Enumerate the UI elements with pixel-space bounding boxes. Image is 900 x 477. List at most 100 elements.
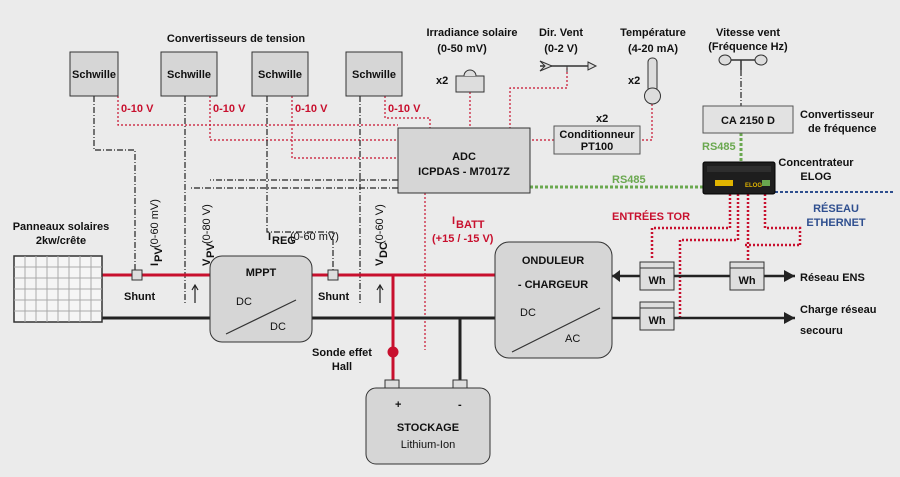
svg-text:(0-60 mV): (0-60 mV) [290,231,339,243]
svg-text:PV: PV [205,243,217,258]
rs485-main-label: RS485 [612,174,646,186]
svg-text:(0-60 V): (0-60 V) [374,204,386,244]
svg-text:I: I [268,231,271,243]
ireg-signal-wire [291,96,398,159]
ibatt-label: I BATT (+15 / -15 V) [432,215,494,245]
schwille-converter-1: Schwille [69,51,119,97]
grid-output-label: Réseau ENS [800,272,865,284]
storage-minus: - [458,399,462,411]
storage-battery: + - STOCKAGE Lithium-Ion [365,379,491,465]
signal-wires [93,68,895,350]
meter-label: Wh [648,315,665,327]
wind-direction-range: (0-2 V) [544,43,578,55]
network-label-1: RÉSEAU [813,202,859,215]
energy-meter-3: Wh [639,301,675,331]
vdc-label: V DC (0-60 V) [374,204,390,266]
solar-panels-label1: Panneaux solaires [13,221,110,233]
conditioner-line1: Conditionneur [559,129,635,141]
irradiance-label: Irradiance solaire [426,27,517,39]
temperature-multiplier: x2 [628,75,640,87]
winddir-wire [509,68,568,128]
schwille-label: Schwille [72,69,116,81]
svg-text:DC: DC [378,242,390,258]
hall-sensor-icon [387,346,399,358]
svg-text:PV: PV [153,247,165,262]
vpv-probe-arrow-icon [191,283,199,303]
solar-panels-label2: 2kw/crête [36,235,86,247]
frequency-converter-caption2: de fréquence [808,123,876,135]
vdc-signal-wire [384,96,431,128]
thermometer-icon [644,57,661,105]
svg-text:V: V [374,258,386,266]
svg-text:(+15 / -15 V): (+15 / -15 V) [432,233,494,245]
temperature-wire [612,104,653,141]
converters-title: Convertisseurs de tension [167,33,305,45]
ireg-label: I REG (0-60 mV) [268,231,339,247]
solar-panel-icon [13,255,103,323]
inverter-line2: - CHARGEUR [518,279,588,291]
adc-line2: ICPDAS - M7017Z [418,166,510,178]
temperature-range: (4-20 mA) [628,43,678,55]
conditioner-multiplier: x2 [596,113,608,125]
conditioner-line2: PT100 [581,141,613,153]
wind-vane-icon [539,60,598,72]
svg-text:BATT: BATT [456,219,485,231]
hall-label1: Sonde effet [312,347,372,359]
arrow-right-icon [784,312,795,324]
svg-text:I: I [149,263,161,266]
storage-title: STOCKAGE [397,422,459,434]
energy-meter-2: Wh [729,261,765,291]
mppt-out: DC [270,321,286,333]
svg-text:V: V [201,258,213,266]
temperature-label: Température [620,27,686,39]
shunt-reg-icon [327,269,339,281]
tor-wire-3 [745,194,802,247]
mppt-title: MPPT [246,267,277,279]
power-wires [95,270,795,385]
schwille-label: Schwille [352,69,396,81]
inverter-line1: ONDULEUR [522,255,584,267]
frequency-converter: CA 2150 D [702,105,794,134]
irradiance-range: (0-50 mV) [437,43,487,55]
svg-text:(0-80 V): (0-80 V) [201,204,213,244]
ipv-signal-wire [117,96,398,126]
adc-line1: ADC [452,151,476,163]
range-label-4: 0-10 V [388,103,421,115]
inverter-out: AC [565,333,580,345]
vpv-signal-wire [209,96,398,141]
frequency-converter-label: CA 2150 D [721,115,775,127]
schwille-label: Schwille [258,69,302,81]
svg-text:REG: REG [272,235,296,247]
vpv-label: V PV (0-80 V) [201,204,217,266]
ipv-label: I PV (0-60 mV) [149,199,165,266]
mppt-block: MPPT DC DC [209,255,313,343]
svg-text:I: I [452,215,455,227]
elog-device-text: ELOG [745,183,762,189]
meter-label: Wh [648,275,665,287]
pyranometer-icon [455,69,485,93]
wind-direction-label: Dir. Vent [539,27,583,39]
backup-output-label1: Charge réseau [800,304,876,316]
ireg-wire [266,96,334,270]
inverter-in: DC [520,307,536,319]
tor-wire-4 [678,194,740,320]
shunt-pv-label: Shunt [124,291,155,303]
concentrator-caption2: ELOG [800,171,831,183]
storage-plus: + [395,399,401,411]
range-label-1: 0-10 V [121,103,154,115]
pt100-conditioner: Conditionneur PT100 [553,125,641,155]
schwille-converter-2: Schwille [160,51,218,97]
shunt-reg-label: Shunt [318,291,349,303]
arrow-left-icon [612,270,620,282]
shunt-pv-icon [131,269,143,281]
storage-subtitle: Lithium-Ion [401,439,455,451]
anemometer-icon [718,54,768,70]
rs485-top-label: RS485 [702,141,736,153]
wind-speed-range: (Fréquence Hz) [708,41,788,53]
energy-meter-1: Wh [639,261,675,291]
vdc-probe-arrow-icon [376,283,384,303]
inverter-charger: ONDULEUR - CHARGEUR DC AC [494,241,613,359]
tor-wire-1 [650,194,732,260]
backup-output-label2: secouru [800,325,843,337]
